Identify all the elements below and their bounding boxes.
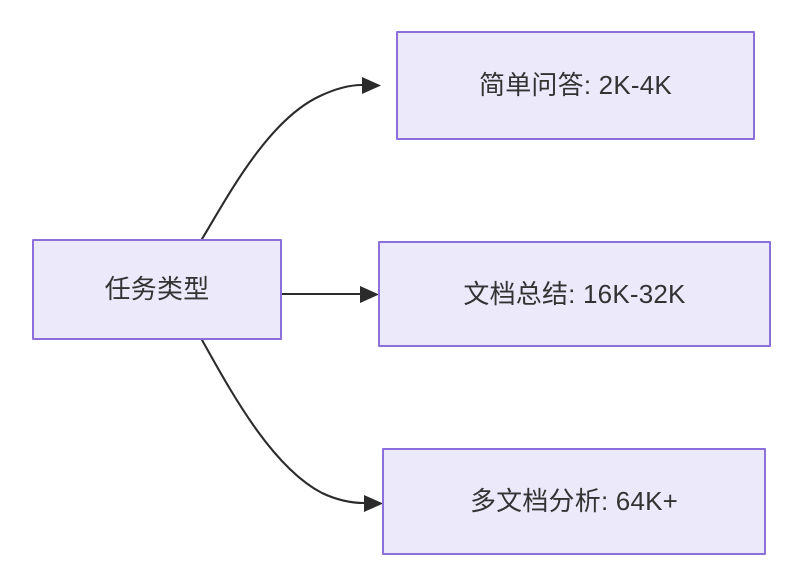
- node-doc-summary-label: 文档总结: 16K-32K: [463, 278, 686, 309]
- edge-task-type-to-multi-doc-analysis: [200, 338, 383, 512]
- node-task-type[interactable]: 任务类型: [32, 239, 282, 340]
- arrow-head-icon: [364, 495, 383, 512]
- arrow-head-icon: [360, 286, 379, 303]
- edge-path-simple-qa: [200, 83, 364, 241]
- arrow-head-icon: [362, 77, 381, 94]
- edge-task-type-to-simple-qa: [200, 77, 381, 241]
- node-multi-doc-analysis[interactable]: 多文档分析: 64K+: [382, 448, 766, 555]
- node-multi-doc-analysis-label: 多文档分析: 64K+: [469, 486, 679, 517]
- node-simple-qa[interactable]: 简单问答: 2K-4K: [396, 31, 755, 140]
- edge-task-type-to-doc-summary: [280, 286, 379, 303]
- node-doc-summary[interactable]: 文档总结: 16K-32K: [378, 241, 771, 347]
- edge-path-multi-doc-analysis: [200, 338, 366, 505]
- node-simple-qa-label: 简单问答: 2K-4K: [479, 70, 672, 101]
- node-task-type-label: 任务类型: [104, 274, 210, 305]
